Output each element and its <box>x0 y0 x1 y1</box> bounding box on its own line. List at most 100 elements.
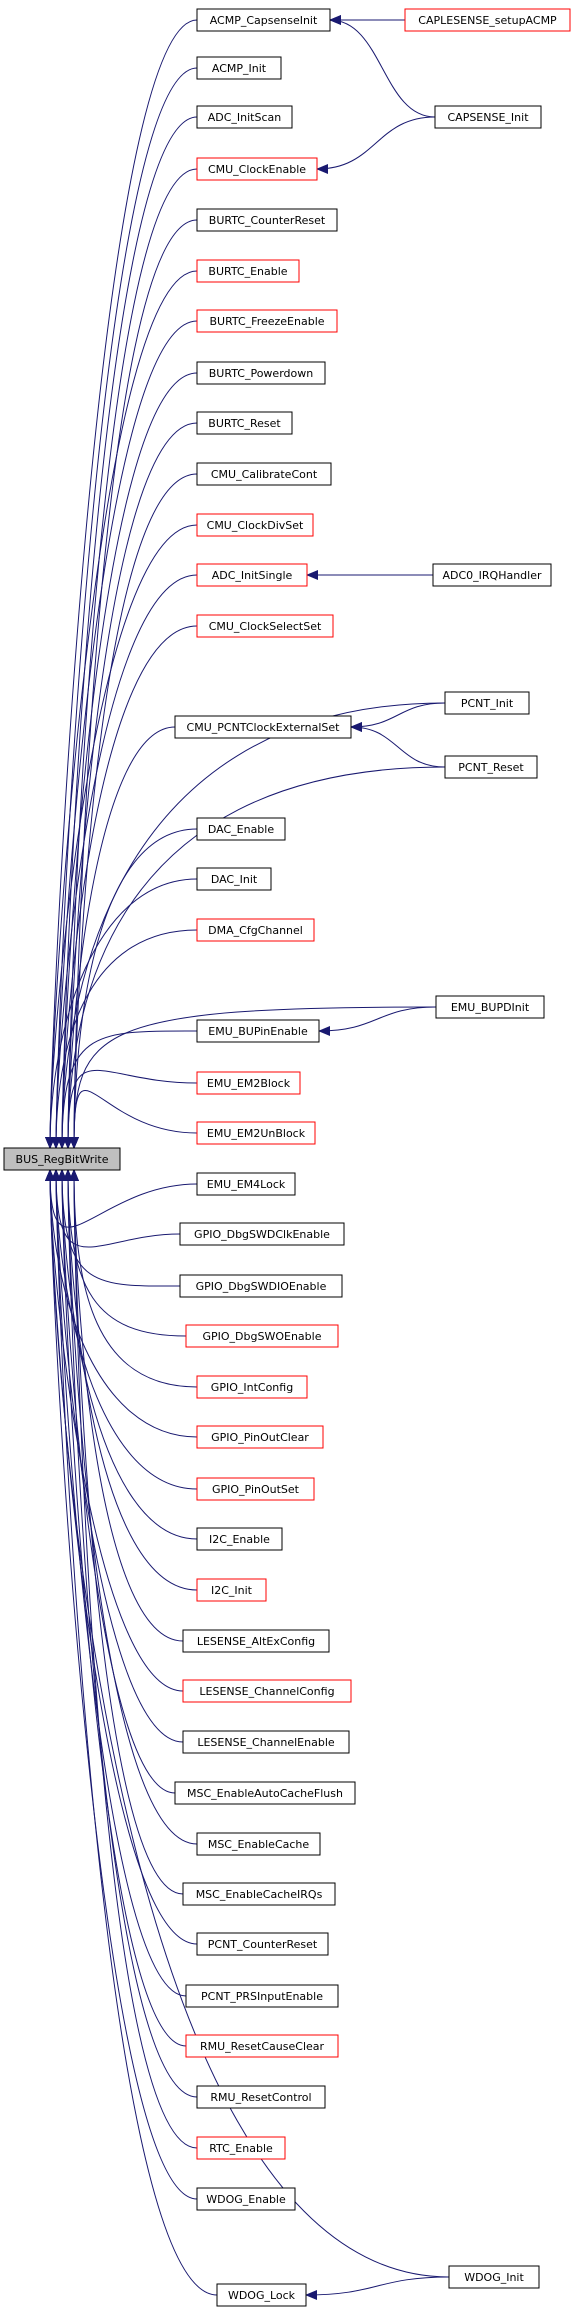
function-node-label[interactable]: CMU_PCNTClockExternalSet <box>187 721 341 734</box>
function-node-box[interactable] <box>185 1324 339 1348</box>
function-node-rtc-enable[interactable]: RTC_Enable <box>196 2136 286 2160</box>
function-node-label[interactable]: ADC_InitScan <box>208 111 282 124</box>
function-node-box[interactable] <box>448 2265 540 2289</box>
function-node-label[interactable]: DAC_Enable <box>208 823 274 836</box>
function-node-box[interactable] <box>179 1222 345 1246</box>
function-node-msc-enableautocacheflush[interactable]: MSC_EnableAutoCacheFlush <box>174 1781 356 1805</box>
function-node-label[interactable]: GPIO_DbgSWDIOEnable <box>196 1280 327 1293</box>
function-node-box[interactable] <box>196 1477 315 1501</box>
function-node-label[interactable]: EMU_EM2UnBlock <box>207 1127 306 1140</box>
function-node-lesense-channelconfig[interactable]: LESENSE_ChannelConfig <box>182 1679 352 1703</box>
function-node-label[interactable]: BURTC_Enable <box>208 265 287 278</box>
function-node-label[interactable]: CAPLESENSE_setupACMP <box>418 14 557 27</box>
function-node-i2c-enable[interactable]: I2C_Enable <box>196 1527 283 1551</box>
function-node-label[interactable]: CAPSENSE_Init <box>447 111 529 124</box>
function-node-box[interactable] <box>182 1629 330 1653</box>
function-node-emu-bupdinit[interactable]: EMU_BUPDInit <box>435 995 545 1019</box>
function-node-rmu-resetcauseclear[interactable]: RMU_ResetCauseClear <box>185 2034 339 2058</box>
function-node-dac-init[interactable]: DAC_Init <box>196 867 272 891</box>
function-node-emu-bupinenable[interactable]: EMU_BUPinEnable <box>196 1019 320 1043</box>
function-node-label[interactable]: EMU_EM2Block <box>207 1077 291 1090</box>
function-node-label[interactable]: EMU_BUPDInit <box>451 1001 530 1014</box>
function-node-box[interactable] <box>444 691 530 715</box>
function-node-box[interactable] <box>179 1274 343 1298</box>
function-node-label[interactable]: MSC_EnableCache <box>208 1838 310 1851</box>
function-node-burtc-powerdown[interactable]: BURTC_Powerdown <box>196 361 326 385</box>
function-node-label[interactable]: ADC0_IRQHandler <box>442 569 542 582</box>
function-node-pcnt-init[interactable]: PCNT_Init <box>444 691 530 715</box>
function-node-box[interactable] <box>196 1172 296 1196</box>
function-node-box[interactable] <box>196 361 326 385</box>
function-node-box[interactable] <box>196 817 286 841</box>
function-node-adc-initsingle[interactable]: ADC_InitSingle <box>196 563 308 587</box>
function-node-box[interactable] <box>196 56 282 80</box>
function-node-box[interactable] <box>196 614 334 638</box>
function-node-box[interactable] <box>196 2187 296 2211</box>
function-node-box[interactable] <box>182 1882 336 1906</box>
function-node-label[interactable]: LESENSE_ChannelConfig <box>199 1685 334 1698</box>
function-node-burtc-reset[interactable]: BURTC_Reset <box>196 411 293 435</box>
function-node-box[interactable] <box>444 755 538 779</box>
function-node-label[interactable]: PCNT_PRSInputEnable <box>201 1990 323 2003</box>
function-node-label[interactable]: I2C_Init <box>211 1584 253 1597</box>
function-node-cmu-pcntclockexternalset[interactable]: CMU_PCNTClockExternalSet <box>174 715 352 739</box>
function-node-label[interactable]: BURTC_Powerdown <box>209 367 313 380</box>
function-node-adc-initscan[interactable]: ADC_InitScan <box>196 105 293 129</box>
function-node-box[interactable] <box>196 411 293 435</box>
function-node-label[interactable]: GPIO_PinOutSet <box>212 1483 300 1496</box>
function-node-box[interactable] <box>196 8 331 32</box>
function-node-box[interactable] <box>432 563 552 587</box>
function-node-label[interactable]: EMU_EM4Lock <box>207 1178 286 1191</box>
function-node-cmu-calibratecont[interactable]: CMU_CalibrateCont <box>196 462 332 486</box>
function-node-box[interactable] <box>196 867 272 891</box>
function-node-adc0-irqhandler[interactable]: ADC0_IRQHandler <box>432 563 552 587</box>
function-node-gpio-dbgswdioenable[interactable]: GPIO_DbgSWDIOEnable <box>179 1274 343 1298</box>
function-node-label[interactable]: CMU_CalibrateCont <box>211 468 318 481</box>
function-node-gpio-pinoutclear[interactable]: GPIO_PinOutClear <box>196 1425 324 1449</box>
function-node-lesense-channelenable[interactable]: LESENSE_ChannelEnable <box>182 1730 350 1754</box>
function-node-box[interactable] <box>196 1578 267 1602</box>
function-node-emu-em4lock[interactable]: EMU_EM4Lock <box>196 1172 296 1196</box>
function-node-box[interactable] <box>196 105 293 129</box>
function-node-gpio-intconfig[interactable]: GPIO_IntConfig <box>196 1375 308 1399</box>
function-node-label[interactable]: EMU_BUPinEnable <box>208 1025 308 1038</box>
function-node-acmp-init[interactable]: ACMP_Init <box>196 56 282 80</box>
function-node-box[interactable] <box>404 8 571 32</box>
function-node-pcnt-reset[interactable]: PCNT_Reset <box>444 755 538 779</box>
function-node-gpio-pinoutset[interactable]: GPIO_PinOutSet <box>196 1477 315 1501</box>
function-node-burtc-counterreset[interactable]: BURTC_CounterReset <box>196 208 338 232</box>
function-node-box[interactable] <box>196 2136 286 2160</box>
function-node-label[interactable]: CMU_ClockEnable <box>208 163 306 176</box>
function-node-label[interactable]: PCNT_CounterReset <box>208 1938 318 1951</box>
function-node-box[interactable] <box>196 1121 316 1145</box>
function-node-box[interactable] <box>196 208 338 232</box>
function-node-box[interactable] <box>196 1071 301 1095</box>
function-node-msc-enablecacheirqs[interactable]: MSC_EnableCacheIRQs <box>182 1882 336 1906</box>
function-node-label[interactable]: CMU_ClockSelectSet <box>209 620 322 633</box>
function-node-gpio-dbgswdclkenable[interactable]: GPIO_DbgSWDClkEnable <box>179 1222 345 1246</box>
function-node-wdog-lock[interactable]: WDOG_Lock <box>216 2283 307 2307</box>
function-node-label[interactable]: DAC_Init <box>211 873 258 886</box>
function-node-box[interactable] <box>434 105 542 129</box>
function-node-label[interactable]: BURTC_Reset <box>208 417 281 430</box>
function-node-lesense-altexconfig[interactable]: LESENSE_AltExConfig <box>182 1629 330 1653</box>
function-node-label[interactable]: BURTC_CounterReset <box>209 214 326 227</box>
function-node-box[interactable] <box>196 1932 329 1956</box>
function-node-cmu-clockenable[interactable]: CMU_ClockEnable <box>196 157 318 181</box>
function-node-label[interactable]: GPIO_IntConfig <box>211 1381 293 1394</box>
function-node-wdog-enable[interactable]: WDOG_Enable <box>196 2187 296 2211</box>
function-node-box[interactable] <box>174 715 352 739</box>
function-node-box[interactable] <box>196 1019 320 1043</box>
function-node-caplesense-setupacmp[interactable]: CAPLESENSE_setupACMP <box>404 8 571 32</box>
function-node-label[interactable]: WDOG_Lock <box>228 2289 296 2302</box>
function-node-cmu-clockselectset[interactable]: CMU_ClockSelectSet <box>196 614 334 638</box>
function-node-label[interactable]: DMA_CfgChannel <box>208 924 303 937</box>
function-node-dac-enable[interactable]: DAC_Enable <box>196 817 286 841</box>
function-node-label[interactable]: PCNT_Init <box>461 697 514 710</box>
function-node-label[interactable]: GPIO_DbgSWOEnable <box>203 1330 322 1343</box>
function-node-box[interactable] <box>196 309 338 333</box>
function-node-label[interactable]: LESENSE_AltExConfig <box>197 1635 315 1648</box>
function-node-box[interactable] <box>196 462 332 486</box>
function-node-label[interactable]: ADC_InitSingle <box>212 569 293 582</box>
function-node-label[interactable]: CMU_ClockDivSet <box>207 519 304 532</box>
